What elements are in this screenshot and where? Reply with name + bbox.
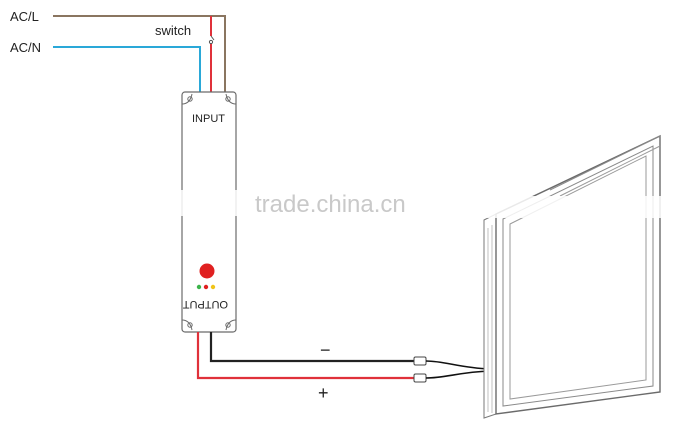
led-driver: INPUT OUTPUT	[178, 91, 240, 333]
driver-screw-tr	[225, 96, 231, 102]
driver-screw-bl	[187, 322, 193, 328]
positive-wire	[196, 332, 415, 380]
status-dot-red	[203, 284, 209, 290]
ac-l-label: AC/L	[10, 9, 39, 24]
neutral-wire	[53, 46, 201, 96]
driver-screw-tl	[187, 96, 193, 102]
led-panel	[480, 134, 670, 419]
input-label: INPUT	[192, 113, 225, 125]
minus-label: −	[320, 340, 331, 360]
panel-cable-top	[425, 360, 491, 370]
indicator-button	[199, 263, 215, 279]
status-dot-green	[196, 284, 202, 290]
switch-contact	[210, 35, 215, 41]
driver-corner-tr	[225, 93, 237, 105]
ac-n-label: AC/N	[10, 40, 41, 55]
ac-wiring	[53, 15, 226, 96]
output-label: OUTPUT	[183, 298, 229, 310]
panel-frame-outer	[495, 134, 661, 415]
driver-screw-br	[225, 322, 231, 328]
connector-positive	[413, 373, 427, 383]
panel-frame-inner-2	[509, 155, 647, 400]
plus-label: +	[318, 383, 329, 403]
driver-corner-bl	[181, 319, 193, 331]
live-wire	[53, 15, 226, 96]
watermark: trade.china.cn	[255, 191, 406, 218]
driver-gap	[178, 190, 240, 216]
driver-corner-tl	[181, 93, 193, 105]
dc-wiring	[196, 332, 491, 383]
panel-bevel-1	[549, 135, 661, 191]
connector-negative	[413, 356, 427, 366]
switch-pivot	[208, 39, 214, 45]
driver-corner-br	[225, 319, 237, 331]
panel-bevel-2	[559, 145, 661, 197]
panel-side	[483, 213, 497, 419]
panel-frame-inner	[502, 145, 654, 407]
switch-label: switch	[155, 23, 191, 38]
panel-gap	[480, 196, 670, 218]
panel-cable-bottom	[425, 370, 491, 379]
status-dot-yellow	[210, 284, 216, 290]
negative-wire	[209, 332, 415, 363]
